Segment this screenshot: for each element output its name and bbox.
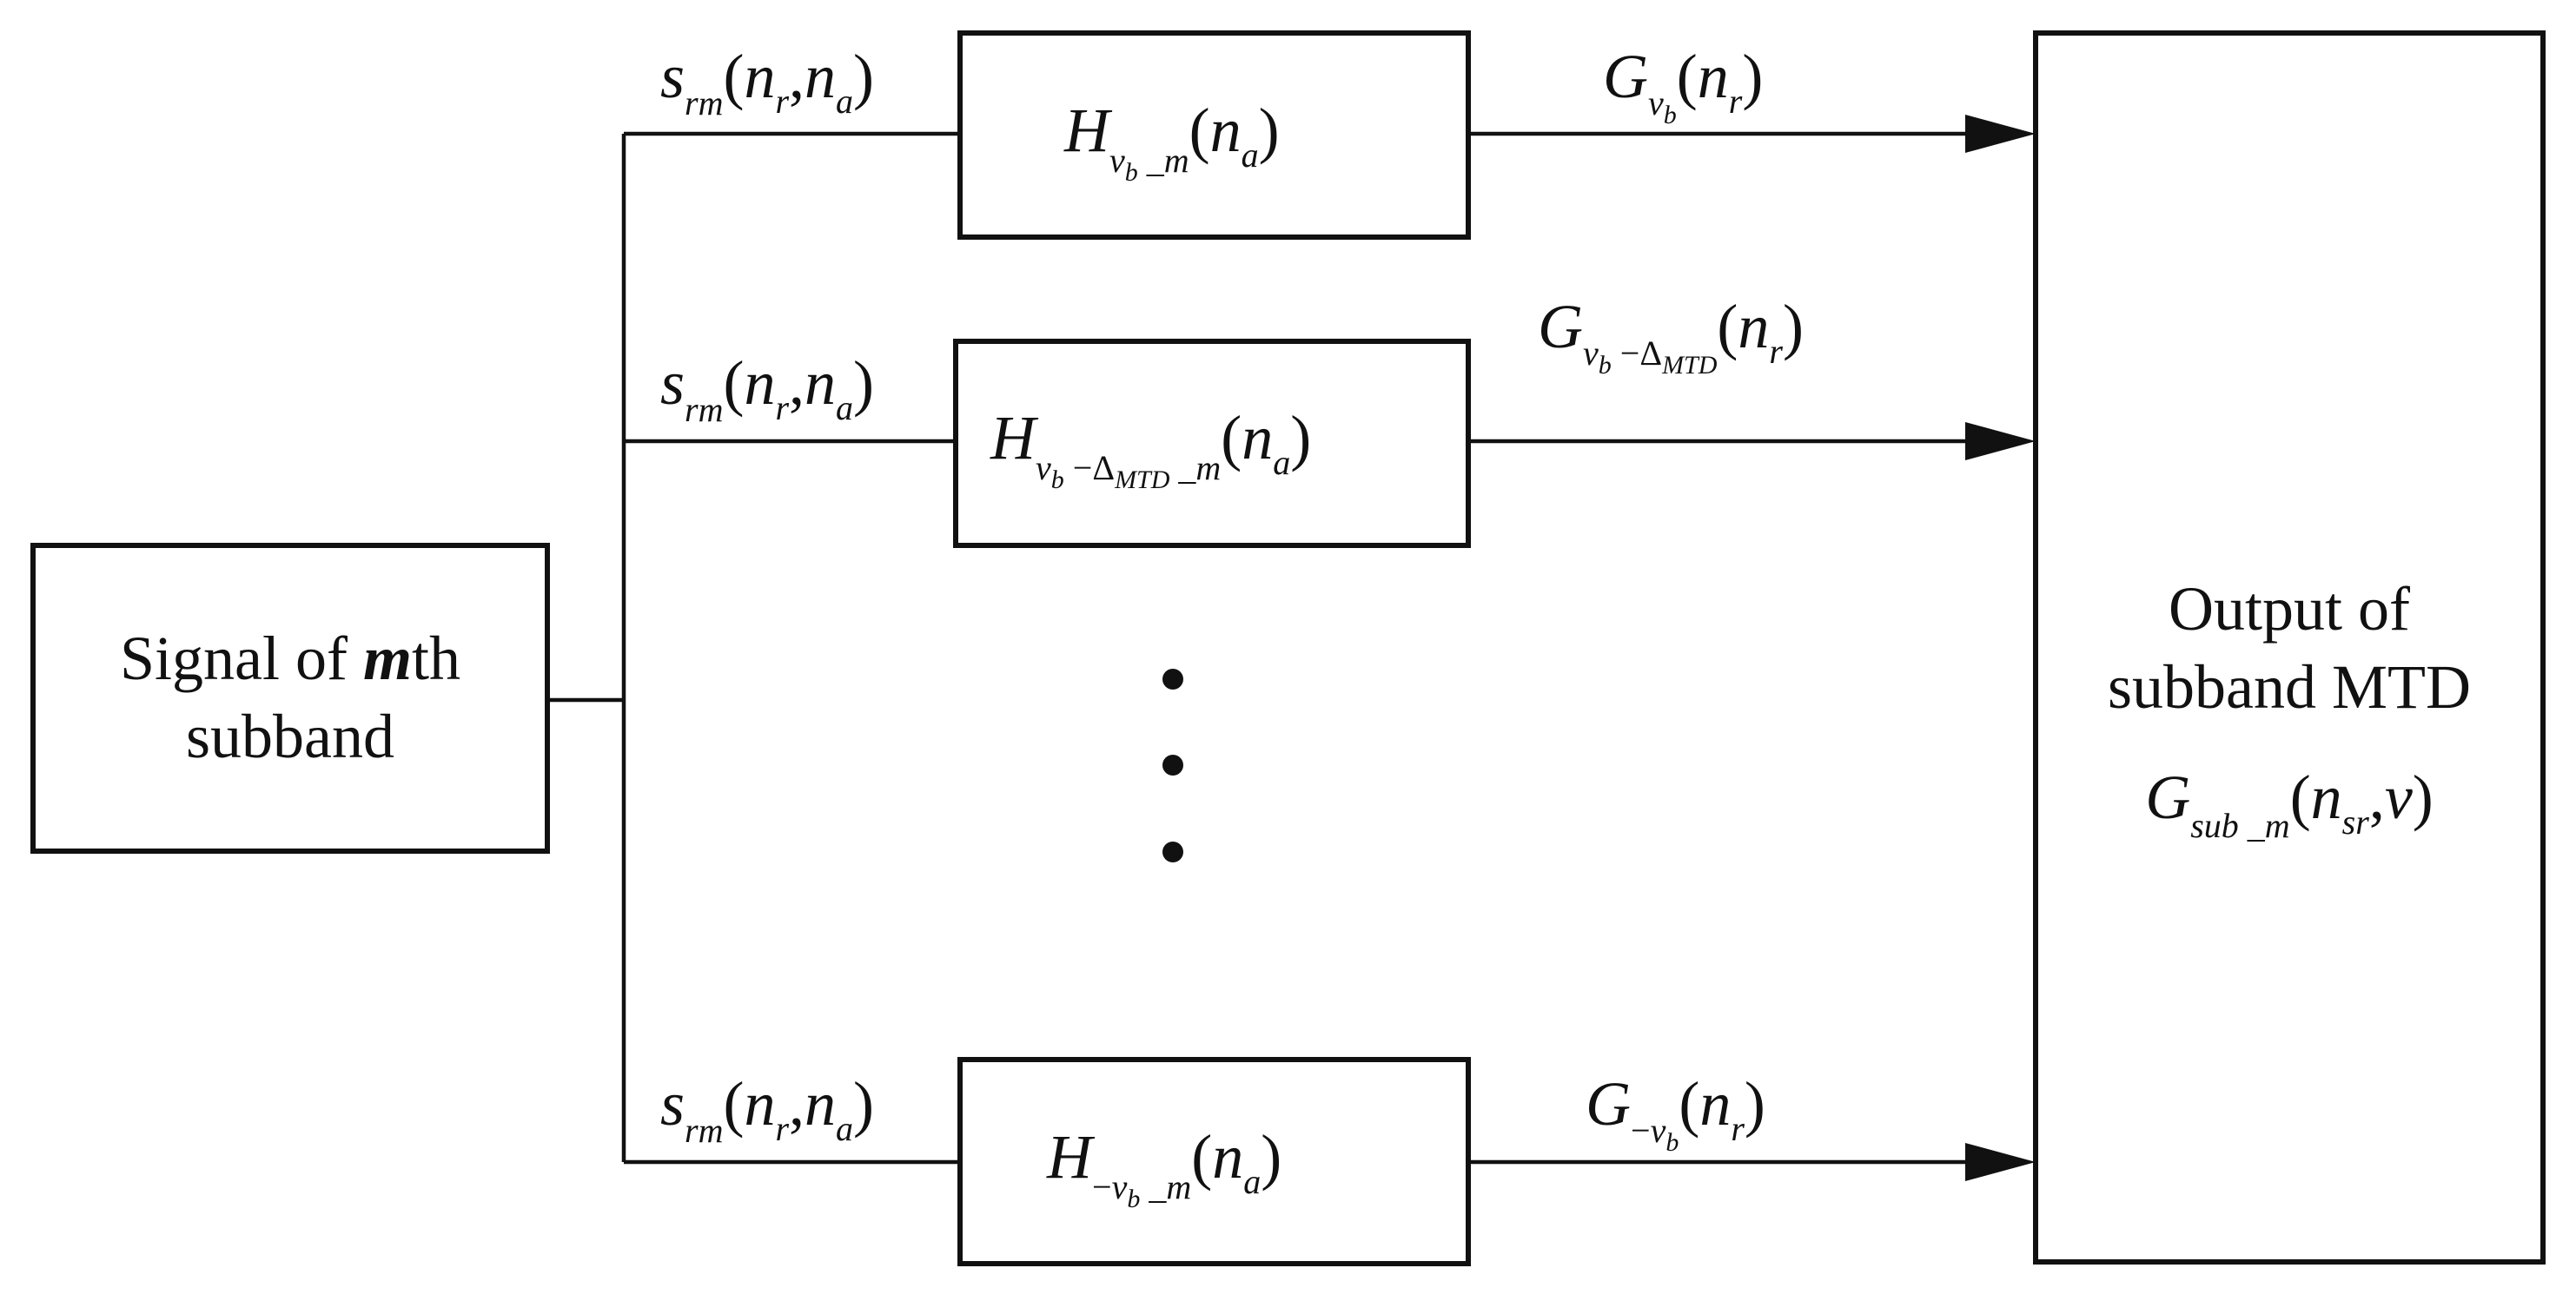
- filter-block-1: [957, 30, 1471, 240]
- output-mtd-block: [2033, 30, 2546, 1265]
- branch-3-output-label: G−vb(nr): [1586, 1069, 1765, 1157]
- branch-2-output-label: Gvb −ΔMTD(nr): [1538, 292, 1804, 380]
- output-block-line2: subband MTD: [2108, 652, 2471, 722]
- ellipsis-dot-3: [1162, 842, 1183, 862]
- filter-block-2: [953, 339, 1471, 548]
- input-block-line2: subband: [186, 702, 394, 771]
- filter-1-label: Hvb _m(na): [1063, 96, 1280, 187]
- branch-2-arrowhead: [1965, 422, 2036, 460]
- ellipsis-dot-1: [1162, 669, 1183, 690]
- input-block-m-variable: m: [363, 624, 412, 693]
- branch-1-input-label: srm(nr,na): [660, 42, 874, 122]
- branch-3-input-label: srm(nr,na): [660, 1069, 874, 1150]
- branch-3-arrowhead: [1965, 1143, 2036, 1181]
- input-signal-block: [30, 543, 550, 854]
- branch-2-input-label: srm(nr,na): [660, 348, 874, 429]
- ellipsis-dot-2: [1162, 755, 1183, 776]
- output-block-line1: Output of: [2169, 574, 2410, 644]
- branch-1-output-label: Gvb(nr): [1603, 42, 1763, 129]
- filter-2-label: Hvb −ΔMTD _m(na): [990, 403, 1311, 494]
- filter-block-3: [957, 1057, 1471, 1266]
- output-block-formula: Gsub _m(nsr,v): [2145, 763, 2434, 845]
- branch-1-arrowhead: [1965, 115, 2036, 153]
- filter-3-label: H−vb _m(na): [1046, 1122, 1281, 1213]
- input-block-line1: Signal of mth: [120, 624, 460, 693]
